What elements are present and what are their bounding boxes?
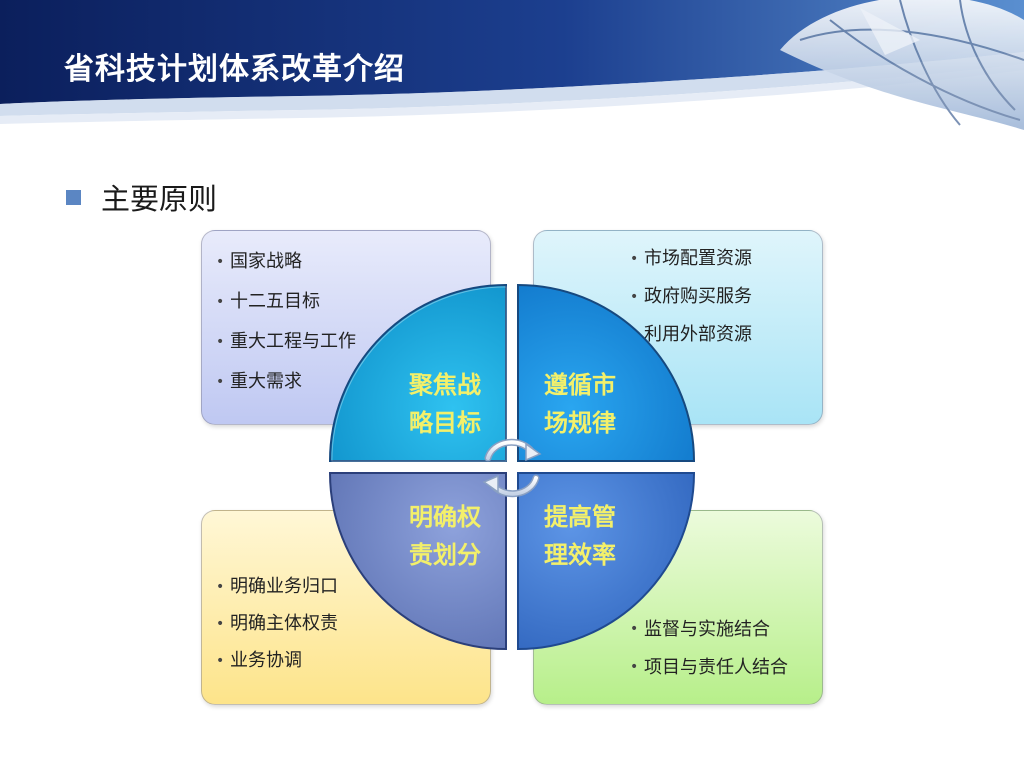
slide-title: 省科技计划体系改革介绍 (64, 52, 405, 87)
square-bullet-icon (66, 189, 81, 205)
list-item: 重大工程与工作 (216, 332, 486, 353)
list-bottom-right: 监督与实施结合 项目与责任人结合 (630, 615, 810, 691)
list-item: 明确业务归口 (216, 577, 486, 598)
list-item: 监督与实施结合 (630, 615, 810, 644)
quadrant-shape-bottom-left (328, 472, 507, 651)
section-heading-row: 主要原则 (66, 176, 217, 218)
list-item: 项目与责任人结合 (630, 653, 810, 682)
quadrant-label-bottom-right: 提高管 理效率 (544, 503, 616, 569)
list-item: 十二五目标 (216, 292, 486, 313)
quadrant-label-top-right: 遵循市 场规律 (544, 371, 616, 437)
quadrant-shape-bottom-right (517, 472, 696, 651)
quadrant-label-bottom-left: 明确权 责划分 (409, 503, 481, 569)
list-item: 国家战略 (216, 252, 486, 273)
quadrant-circle (328, 283, 696, 651)
list-item: 重大需求 (216, 372, 486, 393)
list-item: 政府购买服务 (630, 287, 810, 308)
list-bottom-left: 明确业务归口 明确主体权责 业务协调 (216, 577, 486, 688)
list-item: 市场配置资源 (630, 249, 810, 270)
list-top-right: 市场配置资源 政府购买服务 利用外部资源 (630, 249, 810, 363)
list-item: 明确主体权责 (216, 614, 486, 635)
list-item: 业务协调 (216, 651, 486, 672)
quadrant-shape-top-right (517, 283, 696, 462)
quadrant-shape-top-left (328, 283, 507, 462)
globe-icon (780, 0, 1024, 130)
section-heading: 主要原则 (101, 182, 218, 216)
cycle-arrows-icon (482, 438, 542, 498)
list-top-left: 国家战略 十二五目标 重大工程与工作 重大需求 (216, 252, 486, 412)
header-banner (0, 0, 1024, 130)
quadrant-label-top-left: 聚焦战 略目标 (409, 371, 481, 437)
